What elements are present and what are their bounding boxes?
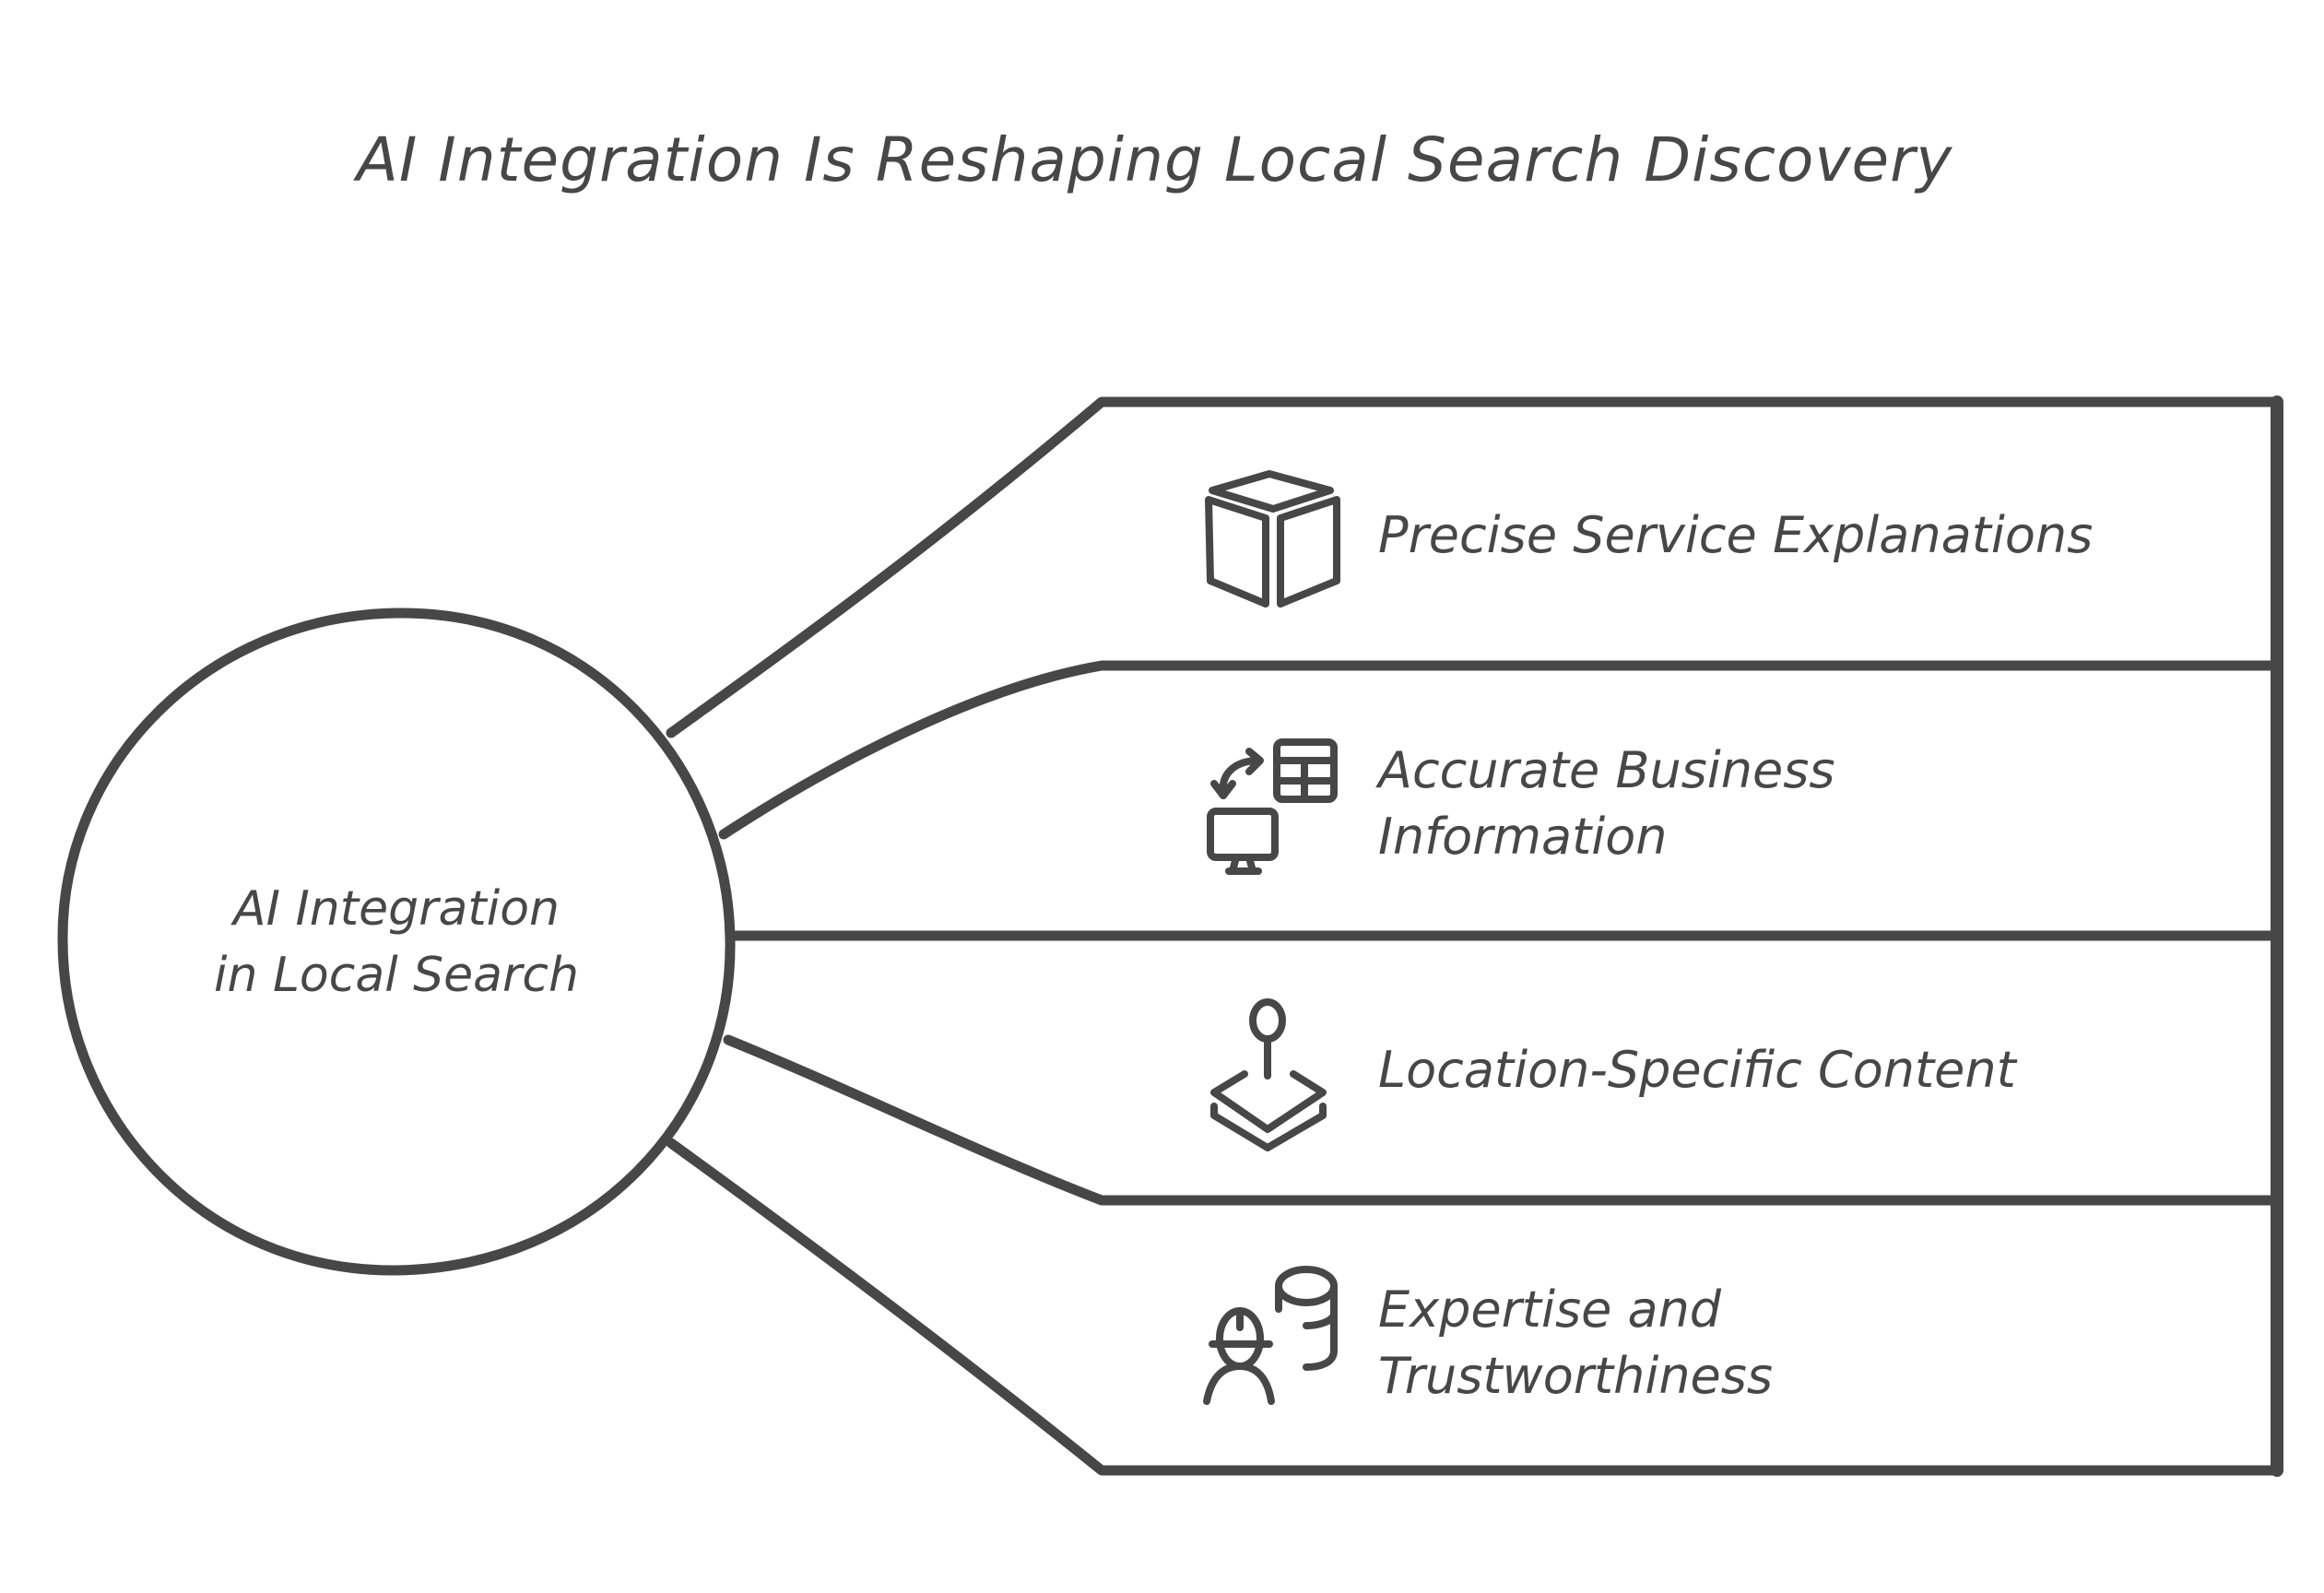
hub-circle xyxy=(57,608,736,1276)
item-label-line-2: Information xyxy=(1378,808,1668,866)
item-label-line-2: Trustworthiness xyxy=(1378,1347,1774,1405)
expert-database-icon xyxy=(1203,1263,1341,1405)
item-label-location-specific-content: Location-Specific Content xyxy=(1378,1037,2016,1103)
cube-icon xyxy=(1203,470,1341,612)
diagram-title: AI Integration Is Reshaping Local Search… xyxy=(356,124,1953,195)
item-label-accurate-business-information: Accurate Business Information xyxy=(1378,738,1835,870)
location-pin-layers-icon xyxy=(1203,998,1341,1151)
data-sync-monitor-icon xyxy=(1203,733,1341,875)
hub-label: AI Integration in Local Search xyxy=(101,876,691,1009)
hub-label-line-2: in Local Search xyxy=(214,948,579,1003)
item-label-precise-service-explanations: Precise Service Explanations xyxy=(1378,502,2093,569)
item-label-line-1: Accurate Business xyxy=(1378,741,1835,799)
item-label-expertise-and-trustworthiness: Expertise and Trustworthiness xyxy=(1378,1277,1773,1410)
item-label-line-1: Expertise and xyxy=(1378,1280,1722,1339)
item-label-line-1: Location-Specific Content xyxy=(1378,1041,2016,1099)
hub-label-line-1: AI Integration xyxy=(233,881,560,937)
item-label-line-1: Precise Service Explanations xyxy=(1378,506,2094,564)
branch-connector-4 xyxy=(666,1138,2283,1476)
branch-connector-3 xyxy=(723,1034,2283,1206)
branch-connector-1 xyxy=(666,396,2283,840)
